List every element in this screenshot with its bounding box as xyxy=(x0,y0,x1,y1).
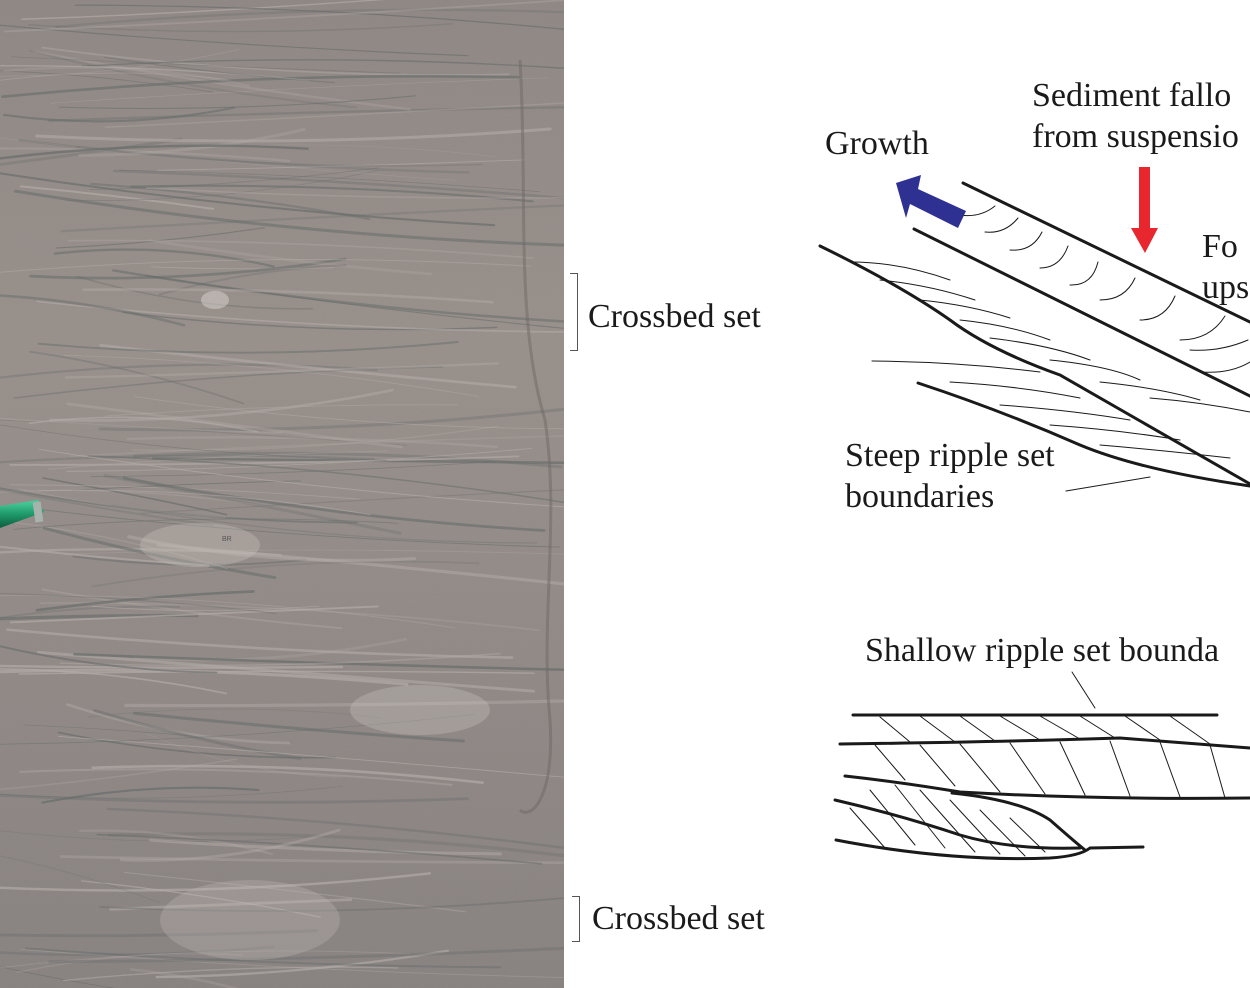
steep-boundary-1 xyxy=(961,181,1250,324)
crossbed-set-label-bottom: Crossbed set xyxy=(592,900,765,937)
crossbed-bracket-bottom xyxy=(572,896,580,942)
shallow-ripple-sketch xyxy=(833,671,1250,861)
steep-ripple-sketch xyxy=(818,181,1250,492)
foreset-label-line1: Fo xyxy=(1202,228,1238,265)
shallow-boundary-6 xyxy=(834,838,1145,861)
steep-ripple-label-line2: boundaries xyxy=(845,478,995,515)
steep-ripple-label-line1: Steep ripple set xyxy=(845,437,1055,474)
growth-label: Growth xyxy=(825,125,929,162)
outcrop-photo: BR xyxy=(0,0,564,988)
shallow-boundary-2 xyxy=(838,736,1250,750)
crossbed-bracket-top xyxy=(570,273,578,351)
pen xyxy=(0,500,44,528)
shallow-ripple-label: Shallow ripple set bounda xyxy=(865,632,1220,669)
sediment-fallout-label-line2: from suspensio xyxy=(1032,118,1239,155)
sediment-fallout-label-line1: Sediment fallo xyxy=(1032,77,1232,114)
shallow-boundary-5 xyxy=(833,798,1082,850)
shallow-leader-line xyxy=(1071,671,1096,709)
steep-boundary-2 xyxy=(912,227,1250,398)
outcrop-photo-image: BR xyxy=(0,0,564,988)
fallout-arrow xyxy=(1131,167,1158,253)
steep-leader-line xyxy=(1065,476,1151,492)
steep-boundary-3 xyxy=(818,244,1250,486)
shallow-boundary-3 xyxy=(843,774,1250,800)
steep-boundary-4 xyxy=(916,381,1250,488)
foreset-label-line2: ups xyxy=(1202,269,1250,306)
photo-micro-label: BR xyxy=(222,536,232,543)
growth-arrow xyxy=(896,175,966,228)
crossbed-set-label-top: Crossbed set xyxy=(588,298,761,335)
shallow-boundary-4 xyxy=(950,791,1087,852)
